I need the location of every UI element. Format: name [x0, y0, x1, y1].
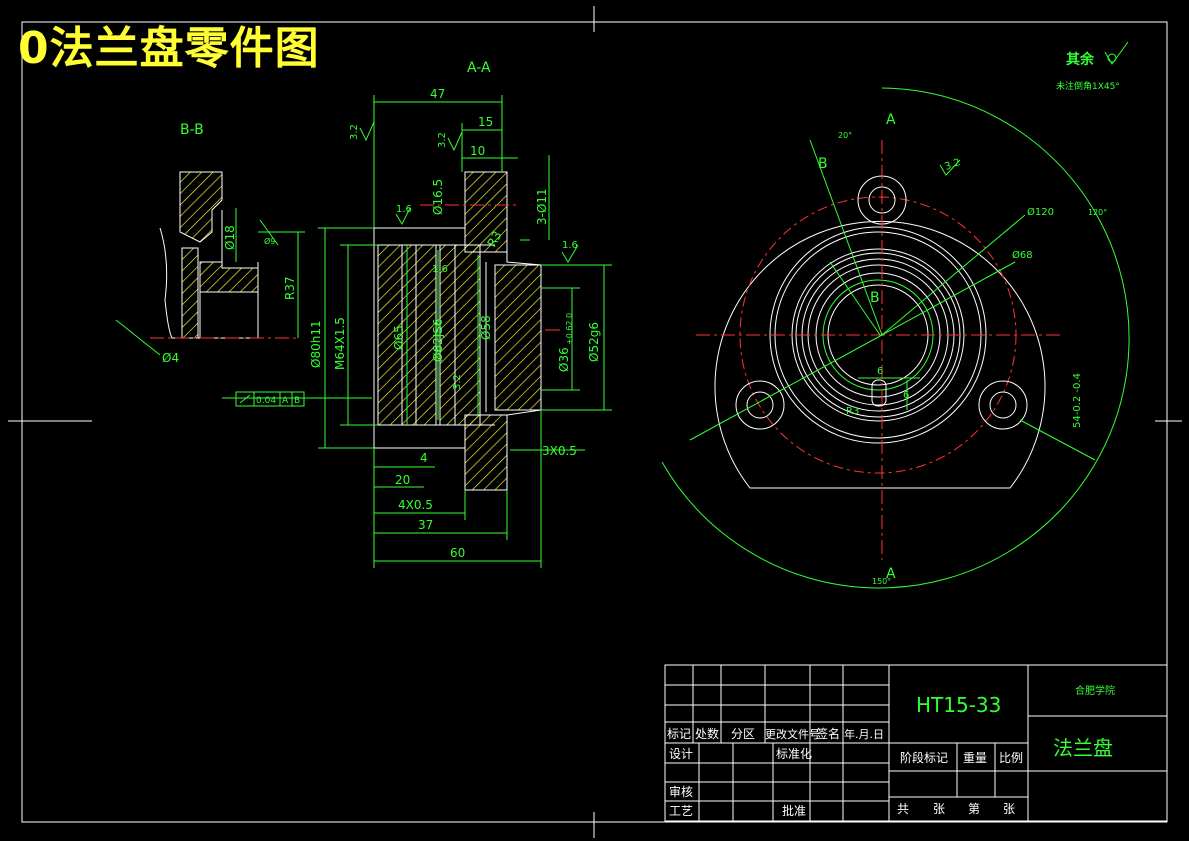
- angle-150: 150°: [872, 577, 891, 586]
- bb-outline: [159, 210, 259, 339]
- dim-60: 60: [450, 546, 465, 560]
- dim-d16-5: Ø16.5: [431, 179, 445, 215]
- dim-front-r3: R3: [846, 406, 859, 417]
- dim-15: 15: [478, 115, 493, 129]
- bb-dim-d4: Ø4: [162, 351, 179, 365]
- bb-dimension-lines: [115, 208, 305, 356]
- tb-header-count: 处数: [695, 726, 719, 741]
- bb-hatched-body: [179, 171, 259, 339]
- aa-roughness-symbols: 3.2 3.2 1.6 1.6 1.6 3.2: [349, 121, 579, 390]
- dim-37: 37: [418, 518, 433, 532]
- tb-sheet: 张: [933, 802, 945, 816]
- front-roughness-symbol: 3.2: [939, 157, 962, 176]
- dim-front-6a: 6: [877, 366, 883, 377]
- tb-header-zone: 分区: [731, 727, 755, 741]
- tb-sheet2: 张: [1003, 802, 1015, 816]
- bb-dim-d9: Ø9: [264, 236, 275, 246]
- dim-front-6b: 6: [903, 390, 909, 401]
- sheet-border: [8, 6, 1182, 838]
- angle-20: 20°: [838, 131, 852, 140]
- dim-front-d68: Ø68: [1012, 249, 1033, 261]
- dim-front-d120: Ø120: [1027, 206, 1054, 218]
- dim-20: 20: [395, 473, 410, 487]
- tb-design: 设计: [669, 747, 693, 761]
- dim-d36-tol: +0.62 0: [565, 313, 574, 345]
- front-view: 20° 120° 150° Ø120 Ø68 6 6 R3 54-0.2 -0.…: [661, 87, 1130, 589]
- section-bb-view: B-B Ø18 R37 Ø4 Ø9: [115, 122, 305, 365]
- roughness-label: 3.2: [943, 157, 962, 173]
- tb-header-sign: 签名: [816, 726, 840, 741]
- dim-front-54: 54-0.2 -0.4: [1072, 373, 1083, 428]
- dim-47: 47: [430, 87, 445, 101]
- chamfer-note: 未注倒角1X45°: [1056, 80, 1120, 92]
- section-aa-view: A-A: [222, 60, 612, 568]
- dim-3-d11: 3-Ø11: [535, 188, 549, 225]
- tolerance-datum-a: A: [282, 396, 289, 406]
- aa-dimension-lines: [222, 95, 612, 568]
- roughness-note-label: 其余: [1066, 51, 1095, 68]
- tb-school: 合肥学院: [1075, 684, 1115, 697]
- roughness-label: 3.2: [437, 132, 448, 148]
- tb-header-docno: 更改文件号: [765, 727, 820, 741]
- tb-scale: 比例: [999, 751, 1023, 765]
- tb-standardize: 标准化: [776, 747, 812, 761]
- drawing-title: 0法兰盘零件图: [18, 23, 320, 74]
- tb-approve: 批准: [782, 803, 806, 818]
- tb-material: HT15-33: [916, 693, 1001, 717]
- dim-4: 4: [420, 451, 428, 465]
- roughness-label: 3.2: [452, 374, 463, 390]
- dim-10: 10: [470, 144, 485, 158]
- tb-weight: 重量: [963, 751, 987, 765]
- tb-header-mark: 标记: [667, 727, 691, 741]
- tolerance-datum-b: B: [294, 396, 300, 406]
- front-dimension-lines: [689, 139, 1096, 461]
- roughness-label: 3.2: [349, 124, 360, 140]
- bb-dim-d18: Ø18: [223, 225, 237, 250]
- tb-stage-mark: 阶段标记: [900, 750, 948, 765]
- dim-d80h11: Ø80h11: [309, 320, 323, 368]
- dim-d62js6: Ø62JS6: [431, 318, 445, 362]
- tb-no: 第: [968, 802, 980, 816]
- cut-b-center: B: [870, 290, 880, 306]
- tb-header-date: 年.月.日: [844, 727, 884, 741]
- dim-m64: M64X1.5: [333, 317, 347, 370]
- tolerance-frame: 0.04 A B: [235, 391, 305, 407]
- tb-process: 工艺: [669, 804, 693, 818]
- front-centerlines: [696, 140, 1060, 560]
- angle-120: 120°: [1088, 208, 1107, 217]
- dim-d36: Ø36: [557, 347, 571, 372]
- aa-hatched-body: [377, 171, 542, 491]
- cut-b: B: [818, 156, 828, 172]
- dim-3x0-5: 3X0.5: [542, 444, 577, 458]
- dim-d65: Ø65: [392, 325, 406, 350]
- section-bb-label: B-B: [180, 122, 204, 138]
- tb-total: 共: [897, 802, 909, 816]
- dim-r3: R3: [484, 229, 504, 250]
- dim-4x0-5: 4X0.5: [398, 498, 433, 512]
- roughness-label: 1.6: [432, 264, 448, 275]
- dim-d58: Ø58: [479, 315, 493, 340]
- title-block: [664, 664, 1168, 822]
- bb-dim-r37: R37: [283, 276, 297, 300]
- cut-a-top: A: [886, 112, 896, 128]
- roughness-label: 1.6: [562, 240, 578, 251]
- tolerance-value: 0.04: [256, 396, 276, 406]
- cut-a-bottom: A: [886, 566, 896, 582]
- tb-part-name: 法兰盘: [1053, 736, 1113, 760]
- roughness-label: 1.6: [396, 204, 412, 215]
- section-aa-label: A-A: [467, 60, 491, 76]
- general-note: 其余 未注倒角1X45°: [1056, 41, 1129, 92]
- tb-review: 审核: [669, 784, 693, 799]
- dim-d52g6: Ø52g6: [587, 322, 601, 362]
